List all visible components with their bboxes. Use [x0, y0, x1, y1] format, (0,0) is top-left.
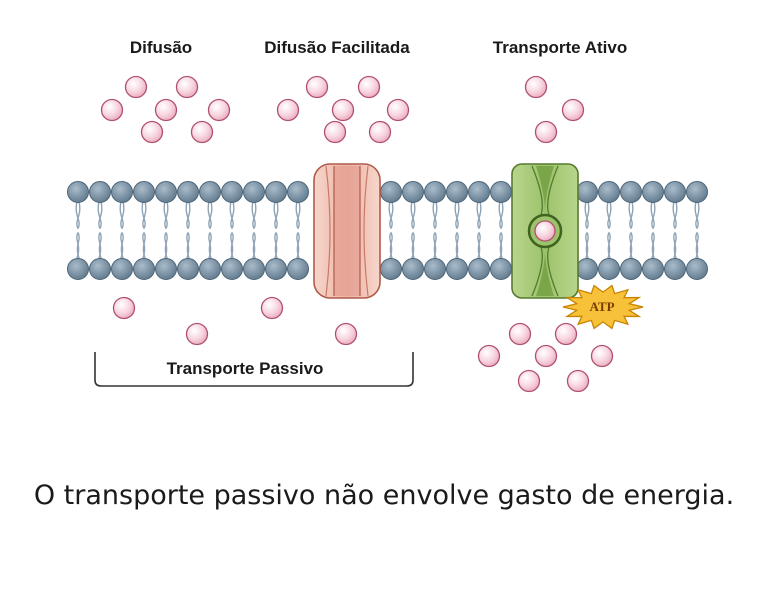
solute-particle: [100, 98, 124, 122]
phospholipid: [490, 181, 512, 280]
solute-particle: [561, 98, 585, 122]
solute-particle: [368, 120, 392, 144]
solute-particle: [357, 75, 381, 99]
solute-particle: [554, 322, 578, 346]
lipid-bilayer: [67, 181, 708, 280]
phospholipid: [111, 181, 133, 280]
bound-particle: [534, 220, 556, 242]
solute-particle: [524, 75, 548, 99]
solute-particle: [331, 98, 355, 122]
phospholipid: [576, 181, 598, 280]
phospholipid: [133, 181, 155, 280]
phospholipid: [221, 181, 243, 280]
solute-particle: [305, 75, 329, 99]
solute-particle: [185, 322, 209, 346]
solute-particle: [124, 75, 148, 99]
solute-particle: [140, 120, 164, 144]
solute-particle: [477, 344, 501, 368]
phospholipid: [265, 181, 287, 280]
phospholipid: [177, 181, 199, 280]
solute-particle: [260, 296, 284, 320]
atp-starburst: ATP: [562, 284, 644, 330]
solute-particle: [207, 98, 231, 122]
solute-particle: [517, 369, 541, 393]
phospholipid: [468, 181, 490, 280]
phospholipid: [664, 181, 686, 280]
phospholipid: [598, 181, 620, 280]
solute-particles: [100, 75, 614, 393]
label-diffusion: Difusão: [130, 38, 192, 57]
solute-particle: [334, 322, 358, 346]
solute-particle: [323, 120, 347, 144]
phospholipid: [89, 181, 111, 280]
caption: O transporte passivo não envolve gasto d…: [33, 480, 735, 511]
phospholipid: [620, 181, 642, 280]
phospholipid: [402, 181, 424, 280]
solute-particle: [534, 120, 558, 144]
membrane-transport-diagram: Difusão Difusão Facilitada Transporte At…: [67, 38, 708, 393]
solute-particle: [276, 98, 300, 122]
phospholipid: [686, 181, 708, 280]
phospholipid: [424, 181, 446, 280]
label-facilitated-diffusion: Difusão Facilitada: [264, 38, 410, 57]
label-active-transport: Transporte Ativo: [493, 38, 627, 57]
label-passive-transport: Transporte Passivo: [167, 359, 324, 378]
solute-particle: [154, 98, 178, 122]
atp-label: ATP: [589, 299, 614, 314]
phospholipid: [380, 181, 402, 280]
phospholipid: [243, 181, 265, 280]
solute-particle: [566, 369, 590, 393]
solute-particle: [190, 120, 214, 144]
solute-particle: [175, 75, 199, 99]
phospholipid: [67, 181, 89, 280]
channel-protein: [313, 163, 381, 299]
solute-particle: [534, 344, 558, 368]
phospholipid: [642, 181, 664, 280]
solute-particle: [112, 296, 136, 320]
solute-particle: [590, 344, 614, 368]
phospholipid: [199, 181, 221, 280]
phospholipid: [287, 181, 309, 280]
phospholipid: [446, 181, 468, 280]
solute-particle: [386, 98, 410, 122]
passive-transport-bracket: [94, 352, 414, 387]
phospholipid: [155, 181, 177, 280]
solute-particle: [508, 322, 532, 346]
